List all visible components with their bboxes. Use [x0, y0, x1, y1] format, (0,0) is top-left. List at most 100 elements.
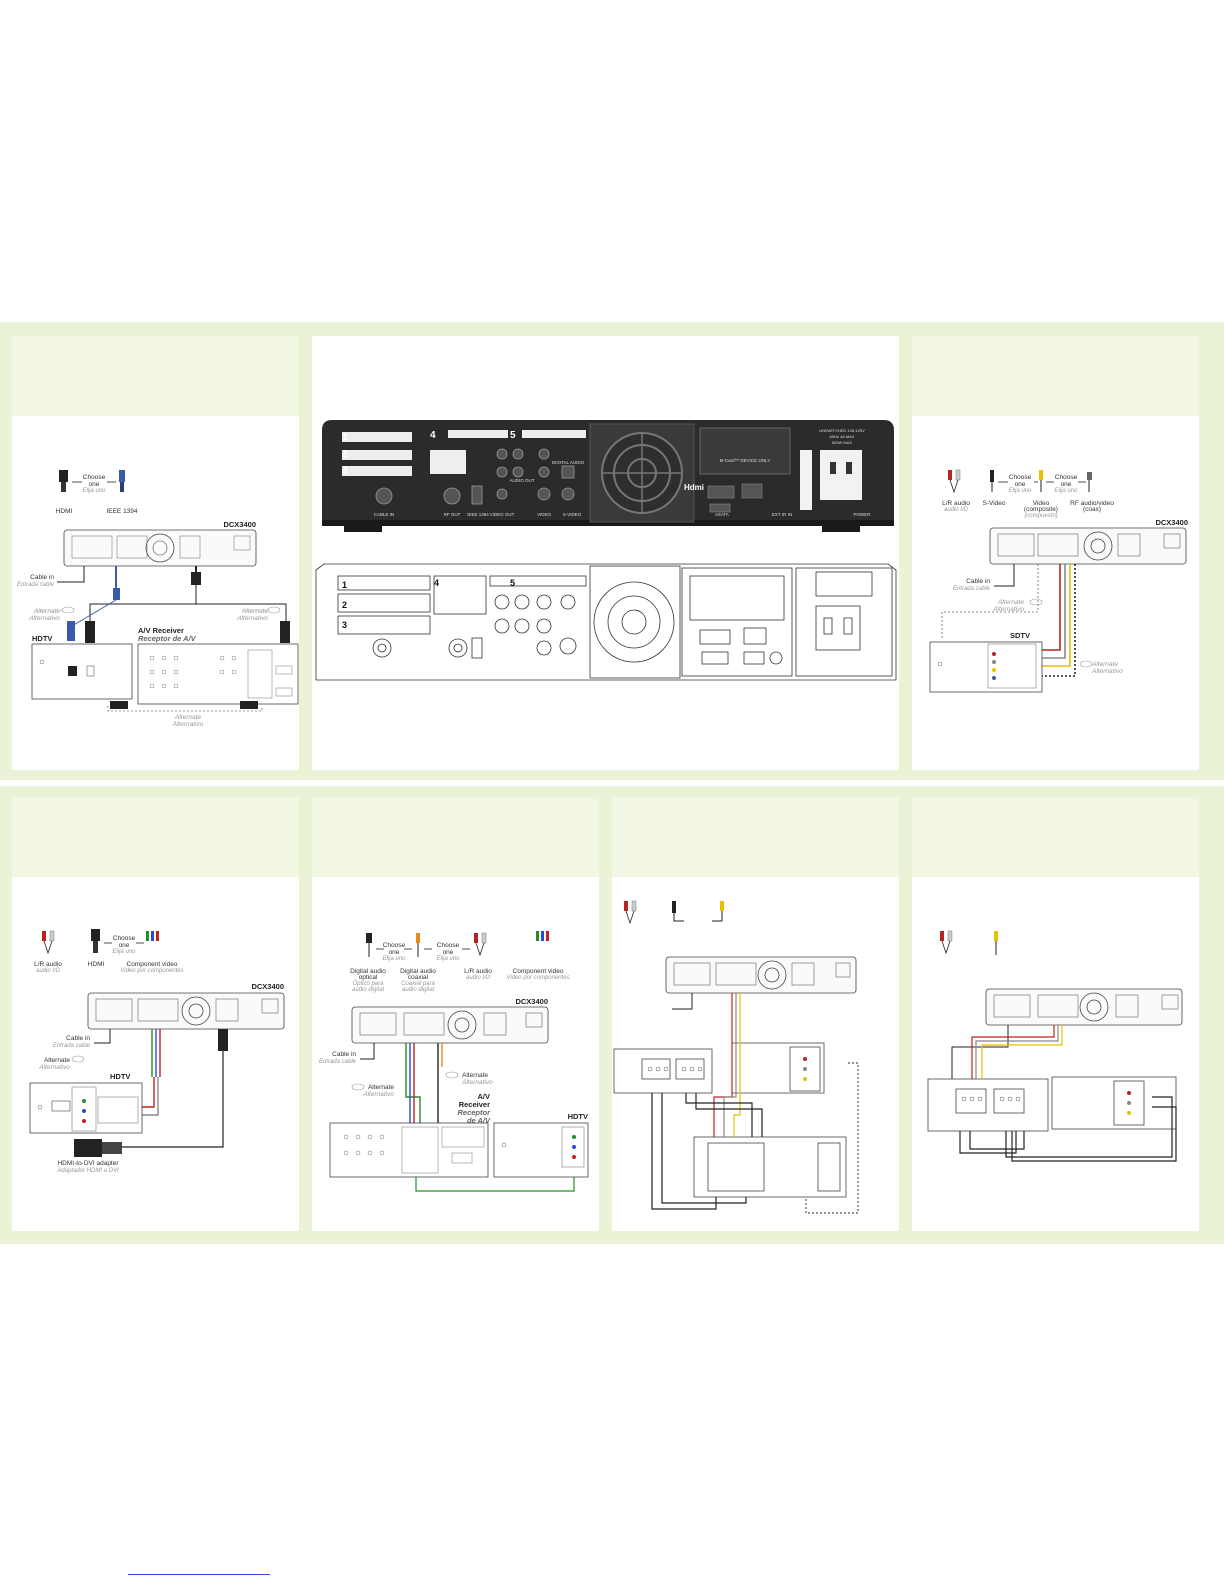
set-top-box [989, 527, 1187, 565]
av-receiver-device [329, 1122, 489, 1178]
tv-vcr-diagram [927, 930, 1183, 1162]
alternate-label-2-es: Alternativo [461, 1079, 493, 1086]
panel-header [912, 336, 1199, 416]
svideo-port-label: S-VIDEO [563, 512, 582, 517]
set-top-box [63, 529, 257, 567]
coax-label: Digital audio [400, 968, 436, 975]
line-port-number-1: 1 [342, 580, 347, 590]
choose-label-b: Choose [1055, 474, 1078, 481]
rear-panel-diagram: 1 2 3 4 5 CABLE IN RF OUT IEEE 1394 VIDE… [315, 420, 897, 681]
lr-audio-label: L/R audio [942, 500, 970, 507]
mcard-label: M-Card™ DEVICE ONLY [720, 458, 771, 463]
port-number-2: 2 [342, 449, 348, 460]
cable-in-label: Cable in [66, 1035, 90, 1042]
composite-label-es: (compuesto) [1024, 513, 1057, 519]
choose-label-2: one [89, 481, 100, 488]
rf-out-port-label: RF OUT [444, 512, 461, 517]
model-label: DCX3400 [223, 520, 256, 529]
composite-cable-icon [1039, 470, 1043, 492]
lr-audio-cable-icon [624, 900, 637, 925]
rating-label-2: 60Hz 4A MAX [830, 434, 855, 439]
adapter-label: HDMI-to-DVI adapter [57, 1160, 119, 1167]
choose-label-2: one [1015, 481, 1026, 488]
video-port-label: VIDEO [537, 512, 552, 517]
cable-in-label-es: Entrada cable [53, 1043, 91, 1049]
alternate-label-bottom-es: Alternativo [172, 721, 204, 728]
cable-in-label: Cable in [30, 574, 54, 581]
panel-receiver-hdtv: Choose one Elija uno Choose one Elija un… [312, 797, 599, 1231]
rating-label-1: UNSWITCHED 105-125V [819, 428, 865, 433]
panel-header [12, 797, 299, 877]
panel-header [612, 797, 899, 877]
alternate-label-bottom: Alternate [174, 714, 201, 721]
choose-label-b-2: one [443, 949, 454, 956]
dvd-device [693, 1136, 847, 1198]
panel-vcr-dvd [612, 797, 899, 1231]
hdtv-label: HDTV [32, 634, 52, 643]
choose-label-b-es: Elija uno [1054, 488, 1078, 494]
receiver-label-2: Receiver [459, 1100, 490, 1109]
power-port-label: POWER [853, 512, 871, 517]
ieee1394-cable-icon [119, 470, 125, 492]
svideo-cable-icon [672, 901, 684, 922]
alternate-label-2-es: Alternativo [1091, 668, 1123, 675]
coax-label-es: Coaxial para [401, 981, 435, 987]
optical-label-es: Óptico para [352, 980, 384, 987]
lr-audio-label: L/R audio [464, 968, 492, 975]
coax-label-es-2: audio digital [402, 987, 435, 993]
composite-label: Video [1033, 500, 1050, 507]
receiver-label-es: Receptor [457, 1108, 491, 1117]
component-label-es: Video por componentes [120, 968, 183, 974]
choose-label-b-2: one [1061, 481, 1072, 488]
hdtv-label: HDTV [110, 1072, 130, 1081]
port-number-4: 4 [430, 430, 436, 441]
panel-header [312, 797, 599, 877]
model-label: DCX3400 [251, 982, 284, 991]
choose-label: Choose [383, 942, 406, 949]
alternate-label-left-es: Alternativo [28, 615, 60, 622]
rating-label-3: 500W MAX [832, 440, 853, 445]
ieee1394-plug-icon-2 [67, 621, 75, 641]
cable-in-label-es: Entrada cable [319, 1059, 357, 1065]
esata-port-label: eSATA [715, 512, 729, 517]
alternate-label: Alternate [44, 1057, 70, 1064]
coax-cable-icon [1087, 472, 1092, 492]
digital-audio-port-label: DIGITAL AUDIO [552, 460, 585, 465]
cable-in-label-es: Entrada cable [953, 586, 991, 592]
model-label: DCX3400 [1155, 518, 1188, 527]
lr-audio-label-es: audio I/D [36, 968, 61, 974]
hdmi-plug-icon [191, 572, 201, 585]
receiver-label-es-2: de A/V [467, 1116, 491, 1125]
hdmi-1394-diagram: Choose one Elija uno HDMI IEEE 1394 DCX3… [17, 470, 299, 728]
alternate-label-right: Alternate [241, 608, 268, 615]
video-out-port-label: VIDEO OUT [490, 512, 515, 517]
choose-label: Choose [113, 935, 136, 942]
lr-audio-cable-icon [42, 930, 55, 955]
optical-label-2: optical [359, 974, 378, 981]
ieee1394-port-label: IEEE 1394 [467, 512, 489, 517]
hdmi-plug-icon-3 [280, 621, 290, 643]
hdmi-plug-icon [218, 1029, 228, 1051]
component-label: Component video [127, 961, 178, 968]
rear-panel-photo [322, 420, 894, 532]
choose-label-2: one [119, 942, 130, 949]
component-cable-icon [536, 931, 549, 941]
tv-device [1051, 1076, 1177, 1130]
hdmi-logo: Hdmi [684, 483, 704, 492]
panel-header [912, 797, 1199, 877]
choose-label-es: Elija uno [382, 956, 406, 962]
lr-audio-label-es: audio I/D [466, 975, 491, 981]
tv-device [731, 1042, 825, 1094]
hdmi-dvi-adapter-icon [74, 1139, 122, 1157]
cable-in-port-label: CABLE IN [374, 512, 395, 517]
hdmi-cable-icon [91, 929, 100, 953]
svideo-cable-icon [990, 470, 994, 492]
panel-hdmi-dvi: Choose one Elija uno L/R audio audio I/D… [12, 797, 299, 1231]
choose-label: Choose [83, 474, 106, 481]
alternate-label-2: Alternate [1091, 661, 1118, 668]
coax-audio-cable-icon [416, 933, 420, 957]
rear-panel-line-drawing [315, 563, 897, 681]
hdmi-dvi-diagram: Choose one Elija uno L/R audio audio I/D… [29, 929, 285, 1174]
panel-sdtv: Choose one Elija uno Choose one Elija un… [912, 336, 1199, 770]
adapter-label-es: Adaptador HDMI a DVI [56, 1168, 119, 1174]
